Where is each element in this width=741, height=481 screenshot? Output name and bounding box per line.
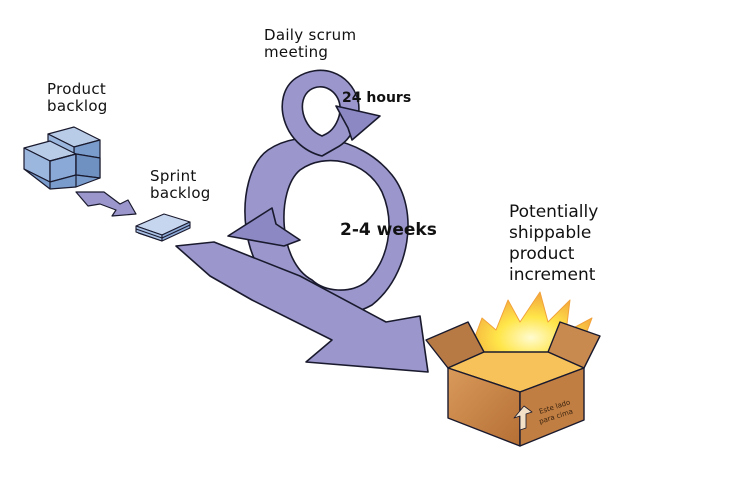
increment-label: Potentially shippable product increment [509,202,598,286]
weeks-label: 2-4 weeks [340,220,437,240]
this-side-up-icon [513,405,533,431]
product-backlog-icon [23,126,101,190]
daily-scrum-line-2: meeting [264,43,329,61]
sprint-backlog-line-1: Sprint [150,167,197,185]
daily-scrum-line-1: Daily scrum [264,26,357,44]
sprint-backlog-line-2: backlog [150,184,211,202]
hours-label: 24 hours [342,90,412,106]
product-backlog-line-1: Product [47,80,107,98]
product-backlog-label: Product backlog [47,81,108,115]
product-backlog-line-2: backlog [47,97,108,115]
sprint-backlog-label: Sprint backlog [150,168,211,202]
sprint-cycle-arrow [175,69,429,373]
daily-scrum-label: Daily scrum meeting [264,27,356,61]
increment-line-4: increment [509,265,596,285]
increment-line-2: shippable [509,223,592,243]
sprint-backlog-icon [135,213,191,242]
backlog-arrow [75,191,137,217]
shippable-increment-box [425,291,601,447]
increment-line-1: Potentially [509,202,599,222]
increment-line-3: product [509,244,575,264]
